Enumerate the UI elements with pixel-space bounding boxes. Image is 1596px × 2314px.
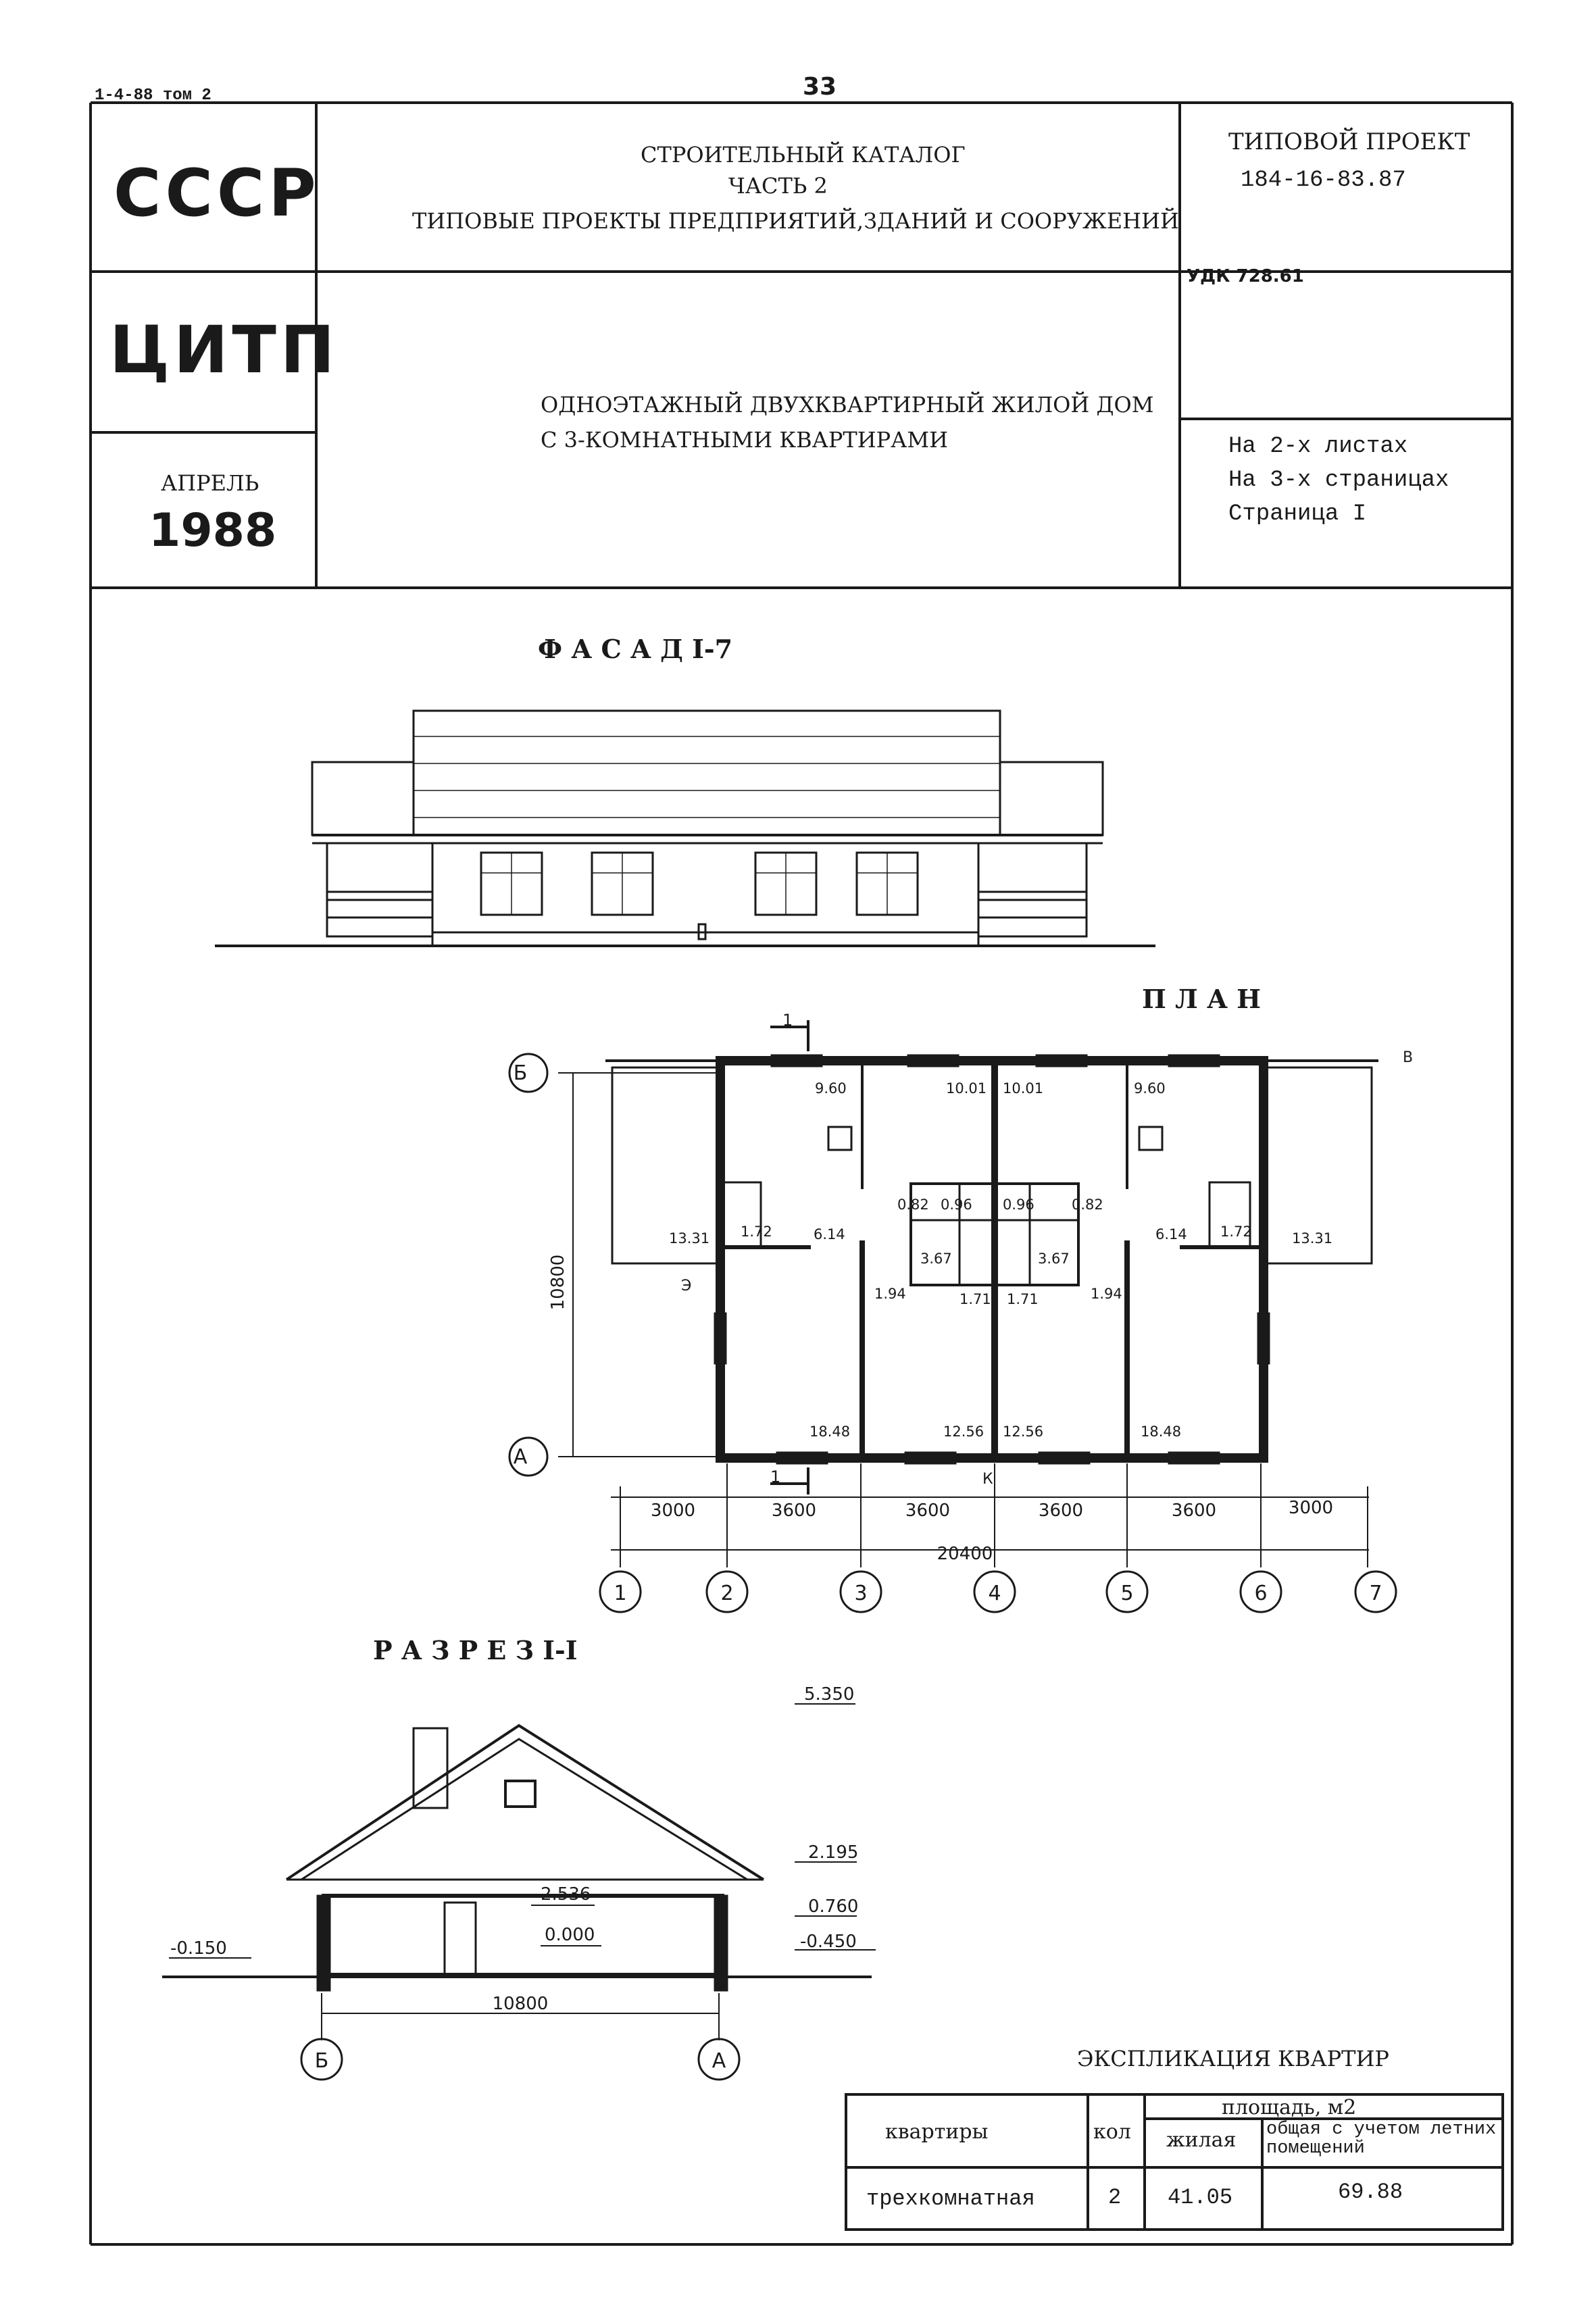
- catalog-line2: ЧАСТЬ 2: [728, 173, 828, 199]
- section-mark-top: 1: [782, 1011, 793, 1030]
- page-index: Страница I: [1228, 501, 1367, 527]
- span-5: 3600: [1172, 1501, 1216, 1521]
- agency-label: ЦИТП: [109, 312, 339, 388]
- explication-title: ЭКСПЛИКАЦИЯ КВАРТИР: [1077, 2046, 1389, 2071]
- room-area: 10.01: [946, 1080, 987, 1097]
- room-area: 13.31: [1292, 1230, 1332, 1247]
- room-area: 12.56: [1003, 1424, 1043, 1440]
- sheets-count: На 2-х листах: [1228, 434, 1408, 459]
- row-total: 69.88: [1338, 2180, 1403, 2205]
- row-living: 41.05: [1168, 2185, 1233, 2210]
- room-area: 12.56: [943, 1424, 984, 1440]
- project-code: 184-16-83.87: [1241, 168, 1406, 193]
- axis-col-1: 1: [614, 1582, 626, 1605]
- room-area: 1.94: [1091, 1286, 1122, 1302]
- level-ground-right: -0.450: [800, 1932, 857, 1952]
- mark-e: Э: [681, 1278, 691, 1294]
- col-apartments: квартиры: [885, 2120, 989, 2144]
- col-count: кол: [1093, 2120, 1131, 2144]
- section-axis-left: Б: [315, 2049, 329, 2073]
- row-type: трехкомнатная: [866, 2186, 1035, 2211]
- col-total: общая с учетом летних помещений: [1266, 2119, 1497, 2159]
- room-area: 0.96: [941, 1197, 972, 1213]
- room-area: 1.71: [959, 1291, 991, 1307]
- room-area: 18.48: [809, 1424, 850, 1440]
- span-2: 3600: [772, 1501, 816, 1521]
- level-ceiling: 2.536: [541, 1884, 591, 1905]
- room-area: 0.82: [1072, 1197, 1103, 1213]
- level-floor: 0.000: [545, 1925, 595, 1945]
- row-count: 2: [1108, 2185, 1122, 2210]
- col-living: жилая: [1166, 2128, 1237, 2152]
- room-area: 1.71: [1007, 1291, 1039, 1307]
- facade-title: Ф А С А Д I-7: [538, 634, 733, 664]
- axis-col-2: 2: [720, 1582, 733, 1605]
- month-label: АПРЕЛЬ: [161, 470, 259, 496]
- axis-row-top: Б: [514, 1061, 528, 1085]
- section-mark-bottom: 1: [770, 1467, 780, 1486]
- room-area: 1.72: [1220, 1224, 1252, 1240]
- udk-label: УДК 728.61: [1187, 266, 1304, 286]
- axis-col-3: 3: [854, 1582, 867, 1605]
- room-area: 18.48: [1141, 1424, 1181, 1440]
- level-sill: 0.760: [808, 1896, 858, 1917]
- level-ground-left: -0.150: [170, 1938, 227, 1959]
- room-area: 3.67: [920, 1251, 952, 1267]
- room-area: 6.14: [1155, 1226, 1187, 1242]
- level-eave: 2.195: [808, 1842, 858, 1863]
- axis-col-7: 7: [1369, 1582, 1382, 1605]
- catalog-line1: СТРОИТЕЛЬНЫЙ КАТАЛОГ: [641, 142, 966, 168]
- room-area: 3.67: [1038, 1251, 1070, 1267]
- span-total: 20400: [937, 1544, 993, 1564]
- axis-col-4: 4: [988, 1582, 1001, 1605]
- room-area: 0.96: [1003, 1197, 1034, 1213]
- plan-title: П Л А Н: [1142, 984, 1262, 1014]
- room-area: 10.01: [1003, 1080, 1043, 1097]
- plan-height-dim: 10800: [548, 1255, 568, 1311]
- level-ridge: 5.350: [804, 1684, 854, 1705]
- axis-row-bottom: А: [514, 1445, 528, 1469]
- project-label: ТИПОВОЙ ПРОЕКТ: [1228, 128, 1470, 155]
- mark-v: В: [1403, 1049, 1413, 1066]
- room-area: 6.14: [814, 1226, 845, 1242]
- title-line2: С 3-КОМНАТНЫМИ КВАРТИРАМИ: [541, 427, 949, 453]
- room-area: 0.82: [897, 1197, 929, 1213]
- room-area: 1.72: [741, 1224, 772, 1240]
- room-area: 1.94: [874, 1286, 906, 1302]
- col-area: площадь, м2: [1222, 2096, 1357, 2119]
- room-area: 9.60: [815, 1080, 847, 1097]
- span-1: 3000: [651, 1501, 695, 1521]
- section-width-dim: 10800: [493, 1994, 549, 2014]
- section-axis-right: А: [712, 2049, 726, 2073]
- axis-col-5: 5: [1120, 1582, 1133, 1605]
- country-label: СССР: [114, 155, 320, 231]
- catalog-line3: ТИПОВЫЕ ПРОЕКТЫ ПРЕДПРИЯТИЙ,ЗДАНИЙ И СОО…: [412, 208, 1179, 234]
- section-title: Р А З Р Е З I-I: [373, 1635, 578, 1665]
- page-number: 33: [803, 73, 837, 101]
- span-6: 3000: [1289, 1498, 1333, 1518]
- room-area: 13.31: [669, 1230, 709, 1247]
- axis-col-6: 6: [1254, 1582, 1267, 1605]
- mark-k: К: [982, 1471, 993, 1488]
- room-area: 9.60: [1134, 1080, 1166, 1097]
- span-4: 3600: [1039, 1501, 1083, 1521]
- title-line1: ОДНОЭТАЖНЫЙ ДВУХКВАРТИРНЫЙ ЖИЛОЙ ДОМ: [541, 392, 1154, 418]
- span-3: 3600: [905, 1501, 950, 1521]
- year-label: 1988: [149, 504, 277, 557]
- pages-count: На 3-х страницах: [1228, 468, 1449, 493]
